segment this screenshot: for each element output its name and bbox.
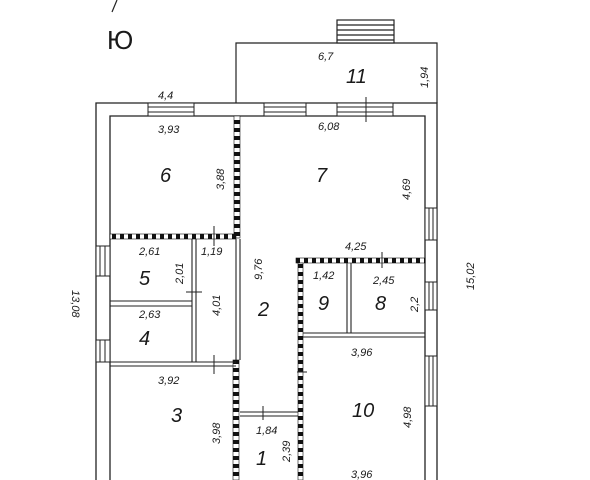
room-label-5: 5 <box>139 268 151 290</box>
dim-15-02: 15,02 <box>465 262 477 290</box>
dim-3-96-bottom: 3,96 <box>351 469 373 480</box>
room-label-7: 7 <box>316 165 328 187</box>
room-label-3: 3 <box>171 405 182 427</box>
dim-2-39: 2,39 <box>281 441 293 463</box>
room-label-1: 1 <box>256 448 267 470</box>
compass-label: Ю <box>107 25 133 55</box>
compass-arrow <box>111 0 118 13</box>
room-label-4: 4 <box>139 328 150 350</box>
dim-2-2: 2,2 <box>409 297 421 313</box>
room-label-2: 2 <box>257 299 269 321</box>
dim-2-01: 2,01 <box>174 263 186 285</box>
windows <box>95 102 438 407</box>
dim-6-08: 6,08 <box>318 121 340 133</box>
dim-4-69: 4,69 <box>401 179 413 200</box>
dim-3-96-top: 3,96 <box>351 347 373 359</box>
dim-2-63: 2,63 <box>138 309 161 321</box>
dim-4-01: 4,01 <box>211 295 223 316</box>
dim-1-42: 1,42 <box>313 270 334 282</box>
dim-4-98: 4,98 <box>402 406 414 428</box>
dim-4-25: 4,25 <box>345 241 367 253</box>
dim-4-4: 4,4 <box>158 90 173 102</box>
internal-walls <box>110 239 425 417</box>
balcony-walls <box>235 19 438 103</box>
dim-9-76: 9,76 <box>253 258 265 280</box>
dim-3-92: 3,92 <box>158 375 179 387</box>
dim-3-88: 3,88 <box>215 168 227 190</box>
room-label-8: 8 <box>375 293 386 315</box>
dim-1-19: 1,19 <box>201 246 222 258</box>
dim-2-45: 2,45 <box>372 275 395 287</box>
dim-6-7: 6,7 <box>318 51 334 63</box>
dim-13-08: 13,08 <box>69 290 81 318</box>
hatched-walls <box>109 115 426 480</box>
dim-1-84: 1,84 <box>256 425 277 437</box>
dim-1-94: 1,94 <box>419 67 431 88</box>
dim-3-98: 3,98 <box>211 422 223 444</box>
dim-2-61: 2,61 <box>138 246 160 258</box>
room-label-9: 9 <box>318 293 329 315</box>
room-label-10: 10 <box>352 400 374 422</box>
door-marks <box>186 97 383 420</box>
dim-3-93: 3,93 <box>158 124 180 136</box>
room-label-6: 6 <box>160 165 172 187</box>
outer-walls <box>95 102 438 480</box>
room-label-11: 11 <box>346 66 367 88</box>
